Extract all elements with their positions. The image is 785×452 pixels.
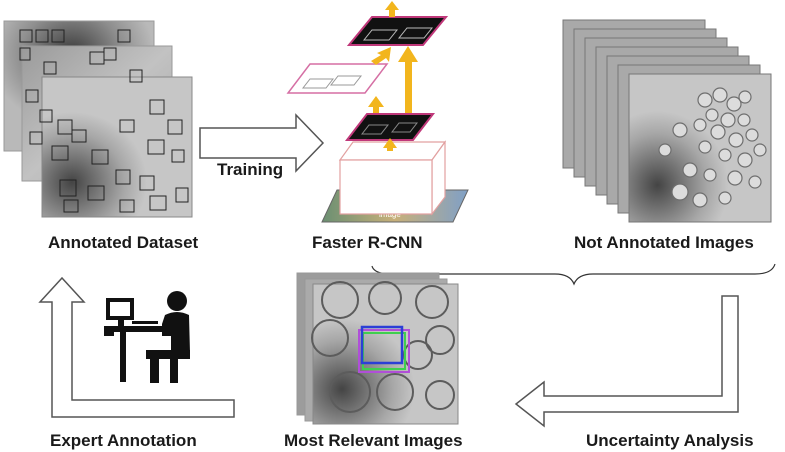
annotation-box <box>35 29 49 43</box>
annotation-box <box>59 179 77 197</box>
annotated-dataset-label: Annotated Dataset <box>48 233 199 252</box>
upward-arrows <box>368 1 418 151</box>
blood-cell <box>737 152 753 168</box>
annotation-box <box>119 199 135 213</box>
most-relevant-images-label: Most Relevant Images <box>284 431 463 450</box>
output-plane <box>346 16 449 46</box>
annotation-box <box>139 175 155 191</box>
not-annotated-stack <box>562 19 772 223</box>
annotation-box <box>51 145 69 161</box>
uncertainty-analysis-label: Uncertainty Analysis <box>586 431 754 450</box>
annotation-box <box>171 149 185 163</box>
uncertainty-arrow <box>514 295 739 428</box>
annotation-box <box>71 129 87 143</box>
annotation-box <box>51 29 65 43</box>
blood-cell <box>737 113 751 127</box>
annotation-box <box>147 139 165 155</box>
cell-outline <box>376 373 414 411</box>
detection-box-blue <box>360 325 404 365</box>
faster-rcnn-network: image <box>286 1 469 223</box>
annotation-box <box>87 185 105 201</box>
up-arrow <box>398 46 418 113</box>
annotation-box <box>149 99 165 115</box>
proposal-plane <box>286 63 389 94</box>
annotation-box <box>119 119 135 133</box>
blood-cell <box>710 124 726 140</box>
blood-cell <box>718 191 732 205</box>
annotation-box <box>149 195 167 211</box>
annotation-box <box>29 131 43 145</box>
annotation-box <box>25 89 39 103</box>
annotation-box <box>43 61 57 75</box>
annotation-box <box>39 109 53 123</box>
most-relevant-stack <box>296 272 459 425</box>
annotation-box <box>103 47 117 61</box>
annotation-box <box>19 29 33 43</box>
annotation-box <box>19 47 31 61</box>
annotation-box <box>57 119 73 135</box>
output-region <box>362 29 399 41</box>
blood-cell <box>753 143 767 157</box>
expert-annotation-arrow <box>38 276 235 418</box>
blood-cell <box>692 192 708 208</box>
blood-cell <box>726 96 742 112</box>
blood-cell <box>712 87 728 103</box>
blood-cell <box>748 175 762 189</box>
blood-cell <box>745 128 759 142</box>
cell-outline <box>425 380 455 410</box>
up-arrow <box>385 1 399 17</box>
blood-cell <box>727 170 743 186</box>
not-annotated-images-label: Not Annotated Images <box>574 233 754 252</box>
blood-cell <box>698 140 712 154</box>
blood-cell <box>671 183 689 201</box>
annotation-box <box>167 119 183 135</box>
training-arrow <box>199 113 325 173</box>
blood-cell <box>705 108 719 122</box>
feature-map-region <box>390 122 419 133</box>
blood-cell <box>672 122 688 138</box>
blood-cell <box>697 92 713 108</box>
cell-outlines <box>311 281 455 413</box>
annotation-box <box>175 187 189 203</box>
cell-outline <box>329 371 371 413</box>
up-arrow <box>371 47 391 65</box>
blood-cell <box>728 132 744 148</box>
blood-cell <box>720 112 736 128</box>
blood-cell <box>738 90 752 104</box>
detection-box-purple <box>358 329 410 373</box>
up-arrow <box>368 96 384 113</box>
proposal-box <box>329 75 363 86</box>
expert-annotation-label: Expert Annotation <box>50 431 197 450</box>
cell-outline <box>415 285 449 319</box>
blood-cell <box>682 162 698 178</box>
annotated-dataset-stack <box>3 20 193 218</box>
faster-rcnn-label: Faster R-CNN <box>312 233 423 252</box>
training-label: Training <box>217 160 284 179</box>
blood-cell <box>658 143 672 157</box>
cell-outline <box>425 325 455 355</box>
cell-outline <box>321 281 359 319</box>
proposal-box <box>301 78 335 89</box>
annotation-box <box>91 149 109 165</box>
up-arrow <box>383 138 397 151</box>
feature-map-region <box>360 124 390 135</box>
annotation-box <box>63 199 79 213</box>
annotation-box <box>129 69 143 83</box>
cell-outline <box>368 281 402 315</box>
annotation-box <box>115 169 131 185</box>
feature-map-plane <box>344 113 436 141</box>
person-at-computer-icon <box>104 291 190 383</box>
annotation-boxes <box>19 29 189 213</box>
cell-outline <box>311 319 349 357</box>
output-region <box>397 27 434 39</box>
annotated-image-front <box>41 76 193 218</box>
blood-cell <box>693 118 707 132</box>
backbone-cube <box>338 140 447 216</box>
blood-cell <box>718 148 732 162</box>
blood-cell <box>703 168 717 182</box>
annotation-box <box>117 29 131 43</box>
